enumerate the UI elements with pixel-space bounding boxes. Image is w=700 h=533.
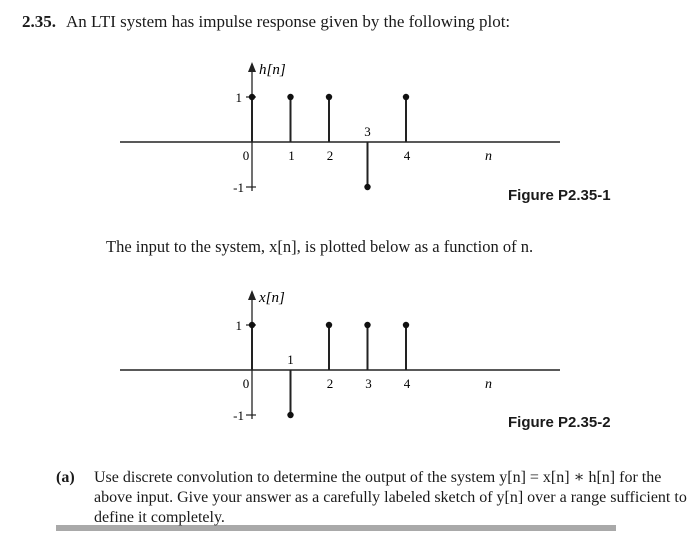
xtick-label: 0 xyxy=(243,376,250,391)
xtick-label: 3 xyxy=(364,124,371,139)
y-axis-label: x[n] xyxy=(258,290,285,306)
stem-point xyxy=(364,321,371,329)
xtick-label: 2 xyxy=(327,376,334,391)
xtick-label: 4 xyxy=(404,376,411,391)
figure2-caption: Figure P2.35-2 xyxy=(508,414,611,431)
part-a-text: Use discrete convolution to determine th… xyxy=(94,469,687,526)
next-line-cutoff xyxy=(56,521,616,533)
x-axis-label: n xyxy=(485,377,492,392)
stem-point xyxy=(402,93,410,101)
ytick-top-label: 1 xyxy=(236,90,243,105)
xtick-label: 1 xyxy=(287,352,294,367)
part-a-label: (a) xyxy=(56,469,75,486)
ytick-bottom-label: -1 xyxy=(233,180,244,195)
y-axis-arrow xyxy=(248,62,256,72)
xtick-label: 0 xyxy=(243,148,250,163)
stem-point xyxy=(402,321,410,329)
x-axis-label: n xyxy=(485,149,492,164)
y-axis-arrow xyxy=(248,290,256,300)
stem-point xyxy=(325,321,333,329)
stem-point xyxy=(325,93,333,101)
part-a: (a) Use discrete convolution to determin… xyxy=(56,468,692,528)
stem-point xyxy=(248,93,256,101)
stem-point xyxy=(287,411,294,419)
problem-header: 2.35. An LTI system has impulse response … xyxy=(22,12,510,32)
impulse-response-plot: 1 -1 h[n] n 0 1 2 3 4 xyxy=(120,62,560,195)
stem-point xyxy=(364,183,371,191)
y-axis-label: h[n] xyxy=(259,62,286,78)
xtick-label: 4 xyxy=(404,148,411,163)
xtick-label: 2 xyxy=(327,148,334,163)
figure1-caption: Figure P2.35-1 xyxy=(508,187,611,204)
xtick-label: 1 xyxy=(288,148,295,163)
problem-number: 2.35. xyxy=(22,12,56,31)
ytick-top-label: 1 xyxy=(236,318,243,333)
problem-statement: An LTI system has impulse response given… xyxy=(66,12,511,31)
stem-point xyxy=(248,321,256,329)
input-signal-plot: 1 -1 x[n] n 0 1 2 3 4 xyxy=(120,290,560,423)
input-description: The input to the system, x[n], is plotte… xyxy=(106,237,534,256)
stem-point xyxy=(287,93,294,101)
xtick-label: 3 xyxy=(365,376,372,391)
ytick-bottom-label: -1 xyxy=(233,408,244,423)
